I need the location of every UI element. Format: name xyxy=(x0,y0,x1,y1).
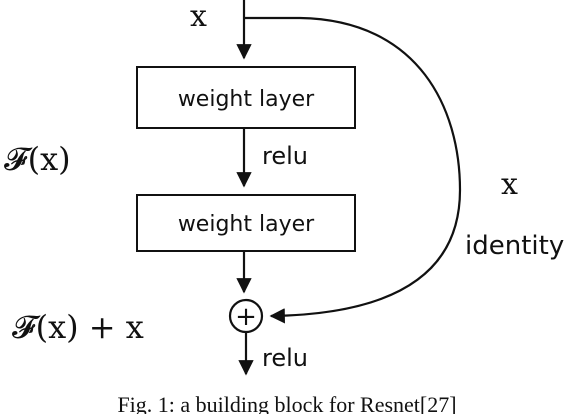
sum-label: 𝓕(x) + x xyxy=(12,308,144,346)
relu-out-label: relu xyxy=(262,344,308,372)
weight-layer-2-box xyxy=(136,194,356,252)
identity-shortcut-curve xyxy=(269,16,462,324)
weight-layer-1-box xyxy=(136,66,356,129)
weight-layer-2-label: weight layer xyxy=(178,212,315,237)
weight-layer-1-label: weight layer xyxy=(178,87,315,112)
relu-mid-label: relu xyxy=(262,142,308,170)
input-x-label: x xyxy=(190,0,207,34)
figure-caption: Fig. 1: a building block for Resnet[27] xyxy=(117,392,456,414)
plus-icon: + xyxy=(235,302,257,332)
fx-label: 𝓕(x) xyxy=(4,140,71,178)
shortcut-x-label: x xyxy=(501,167,518,202)
identity-label: identity xyxy=(465,231,564,261)
